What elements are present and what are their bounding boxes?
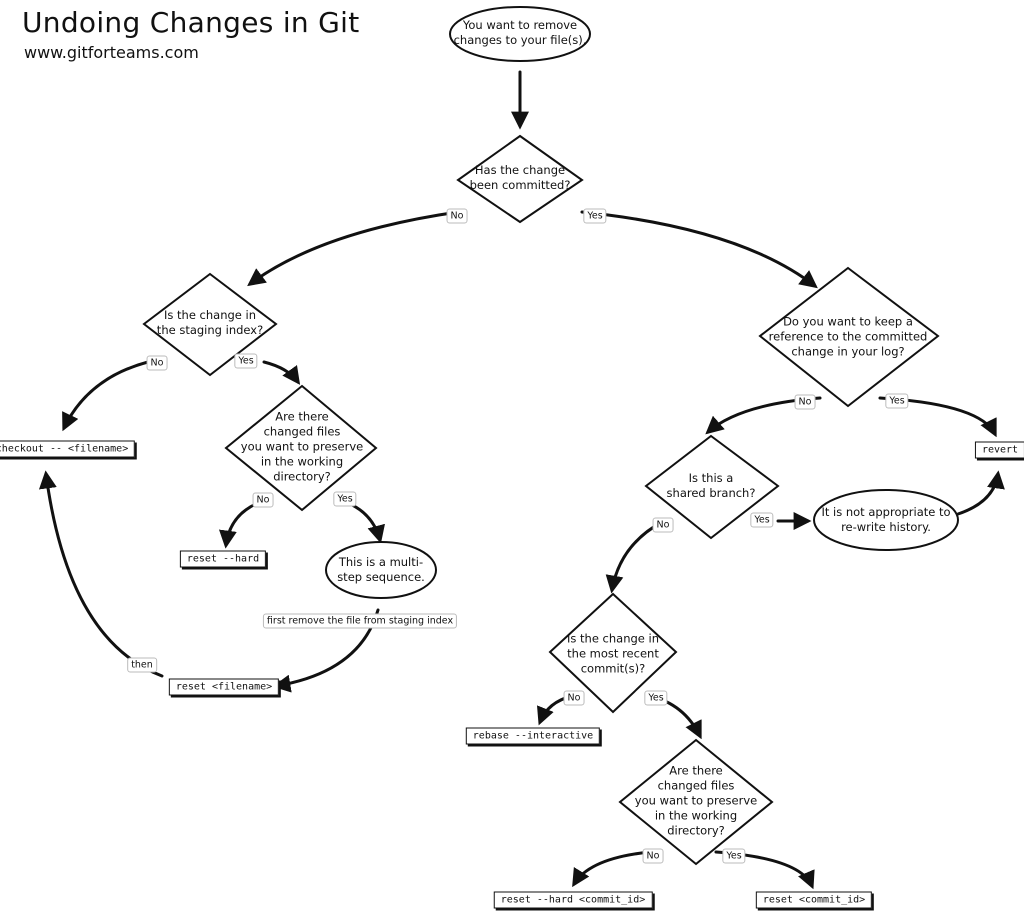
edge-tag-shared-no: No bbox=[652, 517, 674, 533]
not-appropriate-ellipse bbox=[813, 489, 959, 551]
start-label: You want to remove changes to your file(… bbox=[453, 18, 587, 47]
staging-label: Is the change in the staging index? bbox=[156, 308, 264, 337]
multistep-label: This is a multi- step sequence. bbox=[337, 555, 425, 584]
edge-tag-staging-no: No bbox=[146, 355, 168, 371]
edge-tag-keep-no: No bbox=[794, 394, 816, 410]
edge-tag-staging-yes: Yes bbox=[234, 353, 258, 369]
edge-tag-preserve2-no: No bbox=[642, 848, 664, 864]
preserve2-label: Are there changed files you want to pres… bbox=[634, 763, 758, 838]
shared-diamond bbox=[644, 434, 780, 540]
edge-preserve2-no bbox=[572, 850, 652, 888]
multistep-ellipse bbox=[325, 541, 437, 599]
recent-label: Is the change in the most recent commit(… bbox=[566, 631, 660, 676]
page-title: Undoing Changes in Git bbox=[22, 6, 360, 39]
edge-committed-yes bbox=[580, 210, 818, 289]
keep-ref-diamond bbox=[758, 266, 940, 408]
edge-tag-preserve1-no: No bbox=[252, 492, 274, 508]
reset-hard-commit-command: reset --hard <commit_id> bbox=[493, 891, 653, 909]
recent-diamond bbox=[548, 592, 678, 714]
committed-diamond bbox=[456, 134, 584, 224]
checkout-command: checkout -- <filename> bbox=[0, 440, 136, 458]
preserve2-diamond bbox=[618, 738, 774, 866]
edge-tag-preserve2-yes: Yes bbox=[722, 848, 746, 864]
not-appropriate-label: It is not appropriate to re-write histor… bbox=[821, 505, 951, 534]
preserve1-diamond bbox=[224, 384, 378, 512]
edge-tag-committed-yes: Yes bbox=[583, 208, 607, 224]
edge-staging-no bbox=[62, 360, 150, 432]
revert-command: revert bbox=[974, 441, 1024, 459]
keep-ref-label: Do you want to keep a reference to the c… bbox=[768, 314, 928, 359]
start-ellipse bbox=[449, 6, 591, 62]
edge-tag-keep-yes: Yes bbox=[885, 393, 909, 409]
edge-tag-recent-no: No bbox=[563, 690, 585, 706]
edge-not-appropriate-revert bbox=[956, 470, 1005, 516]
edge-tag-first-remove: first remove the file from staging index bbox=[262, 613, 458, 629]
rebase-interactive-command: rebase --interactive bbox=[465, 727, 601, 745]
shared-label: Is this a shared branch? bbox=[666, 471, 756, 500]
edge-committed-no bbox=[247, 210, 460, 287]
page-subtitle: www.gitforteams.com bbox=[24, 43, 199, 62]
reset-filename-command: reset <filename> bbox=[168, 678, 280, 696]
edge-tag-recent-yes: Yes bbox=[644, 690, 668, 706]
staging-diamond bbox=[142, 272, 278, 377]
reset-commit-command: reset <commit_id> bbox=[755, 891, 873, 909]
reset-hard-command: reset --hard bbox=[179, 550, 267, 568]
committed-label: Has the change been committed? bbox=[469, 163, 571, 192]
edge-then bbox=[38, 470, 164, 678]
edge-tag-shared-yes: Yes bbox=[750, 512, 774, 528]
edge-staging-yes bbox=[262, 360, 301, 385]
edge-tag-committed-no: No bbox=[446, 208, 468, 224]
edge-preserve1-no bbox=[218, 501, 260, 549]
edge-tag-preserve1-yes: Yes bbox=[333, 491, 357, 507]
edge-tag-then: then bbox=[127, 657, 157, 673]
preserve1-label: Are there changed files you want to pres… bbox=[240, 409, 364, 484]
